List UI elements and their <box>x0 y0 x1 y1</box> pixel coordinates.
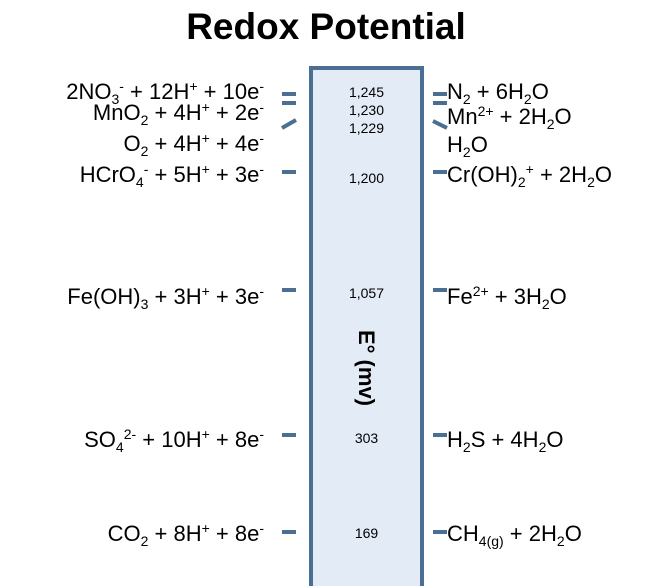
product-formula: Mn2+ + 2H2O <box>447 103 572 132</box>
potential-value: 303 <box>354 430 379 446</box>
reactant-formula: CO2 + 8H+ + 8e- <box>107 520 264 549</box>
reactant-formula: 2NO3- + 12H+ + 10e- <box>66 78 264 107</box>
product-formula: Fe2+ + 3H2O <box>447 283 567 312</box>
reactant-formula: Fe(OH)3 + 3H+ + 3e- <box>67 283 264 312</box>
potential-value: 169 <box>354 525 379 541</box>
reactant-formula: SO42- + 10H+ + 8e- <box>84 426 264 455</box>
diagram-title: Redox Potential <box>186 6 466 47</box>
left-tick <box>281 118 297 130</box>
potential-value: 1,230 <box>348 102 385 118</box>
potential-value: 1,200 <box>348 170 385 186</box>
potential-value: 1,245 <box>348 84 385 100</box>
product-formula: Cr(OH)2+ + 2H2O <box>447 161 612 190</box>
right-tick <box>432 119 448 130</box>
potential-value: 1,229 <box>348 120 385 136</box>
reactant-formula: HCrO4- + 5H+ + 3e- <box>79 161 264 190</box>
product-formula: CH4(g) + 2H2O <box>447 521 582 549</box>
tick-marks <box>281 92 448 534</box>
product-formula: H2O <box>447 132 488 160</box>
potential-value: 1,057 <box>348 285 385 301</box>
product-formula: H2S + 4H2O <box>447 427 564 455</box>
reactant-formula: MnO2 + 4H+ + 2e- <box>92 99 264 128</box>
product-formula: N2 + 6H2O <box>447 79 549 107</box>
potential-column <box>309 66 424 586</box>
reactant-formula: O2 + 4H+ + 4e- <box>123 130 264 159</box>
